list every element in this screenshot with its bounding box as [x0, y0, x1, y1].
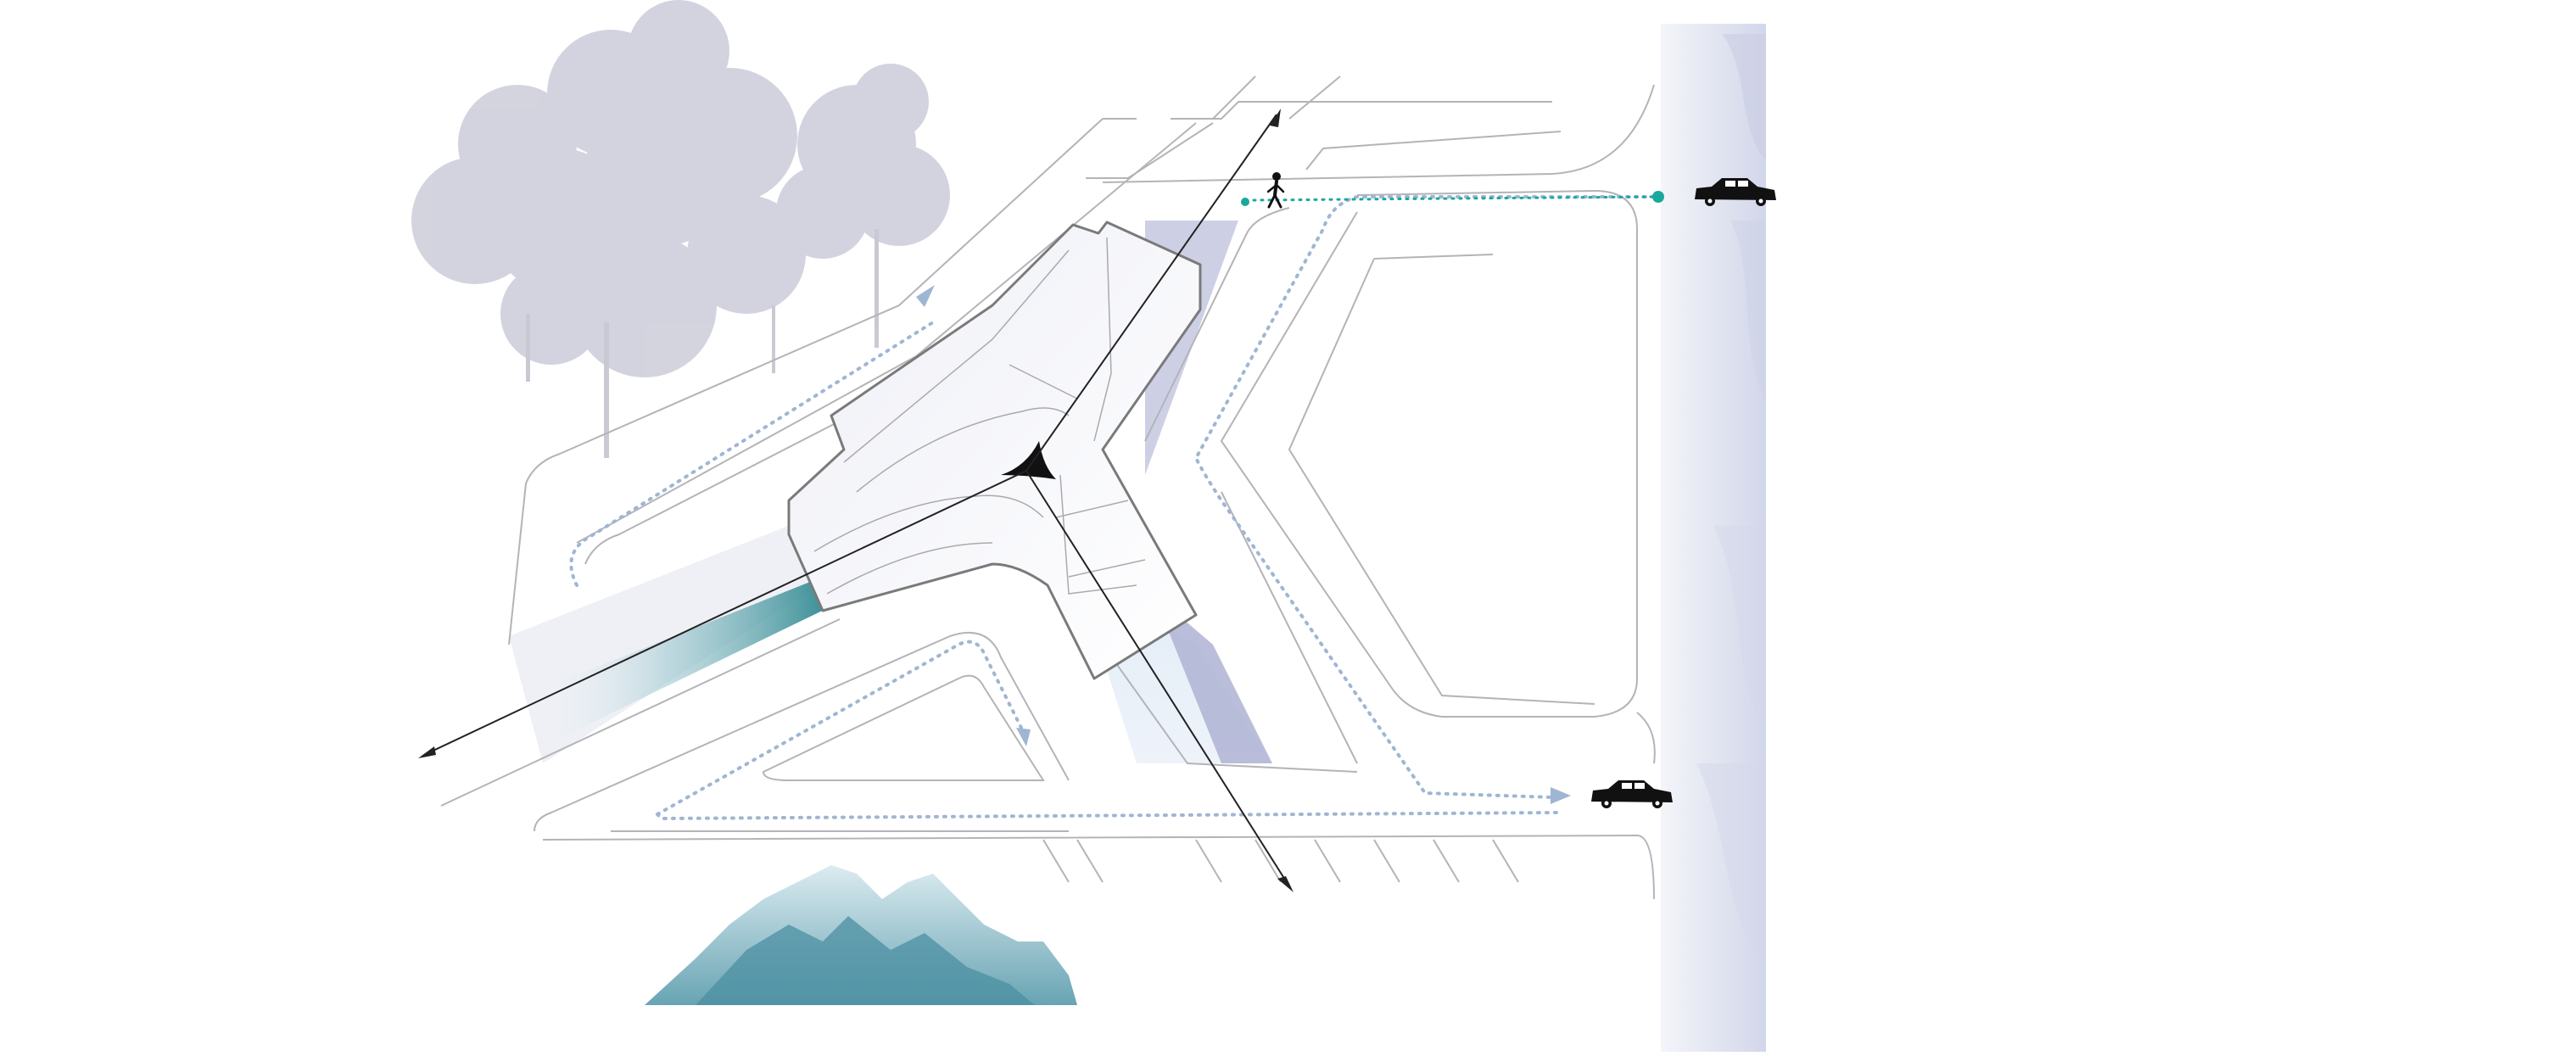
y-shaped-building	[787, 221, 1202, 680]
teal-path	[1252, 195, 1656, 202]
car-icon-top	[1695, 178, 1776, 206]
arrowhead-se	[1277, 876, 1294, 892]
axis-arrow-ne	[1025, 114, 1277, 472]
arrowhead-sw	[418, 746, 436, 758]
pedestrian-path	[569, 195, 1656, 821]
river-strip	[1661, 24, 1766, 1052]
axis-arrows	[423, 114, 1290, 887]
mountain-silhouette	[645, 865, 1077, 1005]
arrowhead-ne	[1270, 109, 1281, 127]
path-arrowheads	[916, 285, 1571, 804]
road-lines	[440, 75, 1656, 900]
axis-arrow-se	[1025, 470, 1290, 887]
car-icon-bottom	[1591, 780, 1673, 808]
axis-arrow-sw	[423, 470, 1027, 756]
teal-dot-right	[1652, 191, 1664, 203]
building-shadow	[526, 577, 840, 746]
teal-dot-left	[1241, 198, 1249, 206]
pedestrian-icon	[1266, 172, 1285, 209]
tree-cluster	[411, 0, 950, 458]
